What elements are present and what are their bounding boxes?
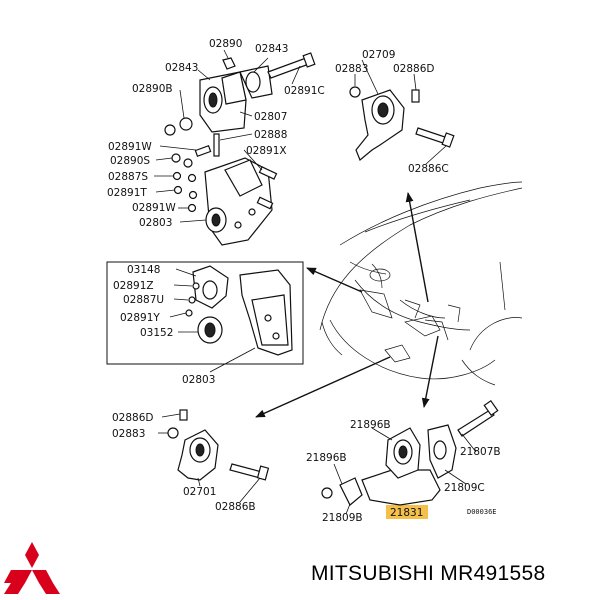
label-02886B: 02886B (215, 501, 256, 513)
label-02886D-top: 02886D (393, 63, 435, 75)
top-left-mount-assembly (164, 52, 316, 246)
highlight-21831 (386, 505, 428, 519)
top-right-mount-assembly (349, 86, 455, 161)
exploded-detail-box (106, 261, 304, 365)
label-02886C: 02886C (408, 163, 449, 175)
label-02803-mid: 02803 (182, 374, 215, 386)
label-02803-top: 02803 (139, 217, 172, 229)
label-03148: 03148 (127, 264, 160, 276)
label-02890: 02890 (209, 38, 242, 50)
label-02887U: 02887U (123, 294, 164, 306)
label-02701: 02701 (183, 486, 216, 498)
label-02883-top: 02883 (335, 63, 368, 75)
label-02709: 02709 (362, 49, 395, 61)
label-02891W-a: 02891W (108, 141, 152, 153)
label-02888: 02888 (254, 129, 287, 141)
label-21896B-top: 21896B (350, 419, 391, 431)
label-02843-left: 02843 (165, 62, 198, 74)
label-02891T: 02891T (107, 187, 147, 199)
middle-bracket-assembly (185, 265, 293, 356)
label-02843-right: 02843 (255, 43, 288, 55)
label-02891W-b: 02891W (132, 202, 176, 214)
bottom-right-mount-assembly (321, 399, 499, 519)
label-03152: 03152 (140, 327, 173, 339)
diagram-reference-code: D00036E (467, 508, 497, 516)
bottom-left-mount-assembly (167, 409, 270, 481)
mitsubishi-three-diamonds-icon (4, 542, 60, 594)
brand-part-number-text: MITSUBISHI MR491558 (311, 562, 546, 585)
label-02891X: 02891X (246, 145, 287, 157)
label-02890S: 02890S (110, 155, 150, 167)
label-21809B: 21809B (322, 512, 363, 524)
label-21831-highlighted: 21831 (390, 507, 423, 519)
label-02891Y: 02891Y (120, 312, 160, 324)
label-02883-bottom: 02883 (112, 428, 145, 440)
label-02807: 02807 (254, 111, 287, 123)
pointer-arrows (255, 192, 439, 418)
label-02887S: 02887S (108, 171, 148, 183)
label-02890B: 02890B (132, 83, 173, 95)
label-21809C: 21809C (444, 482, 485, 494)
label-21807B: 21807B (460, 446, 501, 458)
label-02886D-bottom: 02886D (112, 412, 154, 424)
label-02891Z: 02891Z (113, 280, 154, 292)
leader-lines (154, 49, 477, 515)
car-outline (319, 181, 523, 386)
part-labels: 02890 02843 02843 02890B 02891C 02807 02… (107, 38, 501, 524)
label-21896B-bottom: 21896B (306, 452, 347, 464)
label-02891C: 02891C (284, 85, 325, 97)
